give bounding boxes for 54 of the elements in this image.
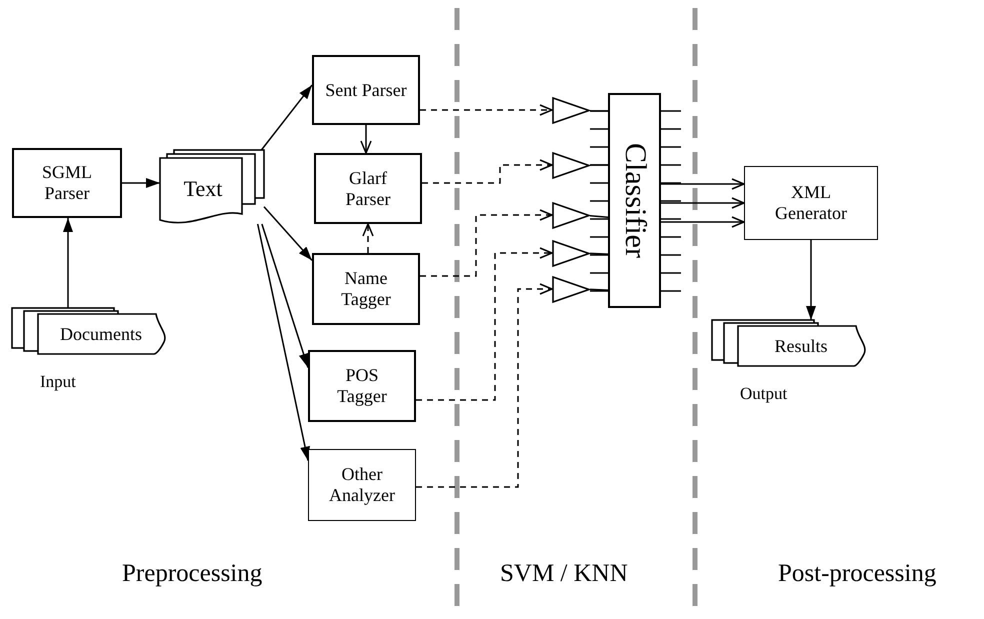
- connector-line: [590, 215, 608, 218]
- process-box: [314, 153, 422, 224]
- document-stack: [712, 320, 864, 366]
- arrow: [416, 247, 553, 401]
- arrow: [422, 159, 553, 184]
- amplifier-triangle: [552, 152, 590, 179]
- amplifier-triangle: [552, 97, 590, 124]
- connector-line: [590, 110, 608, 112]
- box-label: SGML Parser: [40, 162, 93, 204]
- amplifier-triangle: [552, 202, 590, 229]
- amplifier-triangle: [552, 240, 590, 267]
- process-box: [12, 148, 122, 218]
- box-label: Sent Parser: [325, 80, 407, 100]
- document-stack: [160, 150, 264, 224]
- process-box: [312, 55, 420, 125]
- box-label: XML Generator: [774, 182, 848, 224]
- box-label: Other Analyzer: [328, 464, 396, 506]
- connector-line: [590, 252, 608, 255]
- box-label: Documents: [60, 324, 142, 344]
- document-stack: [12, 308, 164, 354]
- arrow: [420, 209, 553, 277]
- section-label: Post-processing: [778, 560, 936, 588]
- box-label: Text: [184, 176, 222, 202]
- process-box: [312, 253, 420, 325]
- caption-label: Output: [740, 384, 788, 404]
- box-label: Glarf Parser: [344, 168, 392, 210]
- classifier-box: [608, 93, 661, 308]
- arrow: [263, 206, 313, 261]
- process-box: [308, 350, 416, 422]
- caption-label: Input: [40, 372, 76, 392]
- arrow: [122, 178, 160, 188]
- arrow: [260, 84, 313, 150]
- arrow: [261, 224, 309, 368]
- connector-line: [590, 164, 608, 166]
- arrow: [420, 104, 553, 116]
- arrow: [661, 216, 745, 228]
- box-label: Results: [774, 336, 828, 356]
- connector-line: [590, 288, 608, 291]
- arrow: [806, 240, 816, 320]
- arrow: [661, 178, 745, 190]
- process-box: [744, 166, 878, 240]
- arrow: [256, 224, 310, 461]
- box-label: Name Tagger: [340, 268, 392, 310]
- arrow: [661, 197, 745, 209]
- amplifier-triangle: [552, 276, 590, 303]
- arrow: [362, 223, 374, 253]
- arrow: [416, 283, 553, 488]
- process-box: [308, 449, 416, 521]
- classifier-label: Classifier: [618, 143, 652, 258]
- arrow: [63, 218, 73, 308]
- section-label: Preprocessing: [122, 560, 262, 588]
- arrow: [360, 125, 372, 154]
- box-label: POS Tagger: [336, 365, 388, 407]
- section-label: SVM / KNN: [500, 560, 628, 588]
